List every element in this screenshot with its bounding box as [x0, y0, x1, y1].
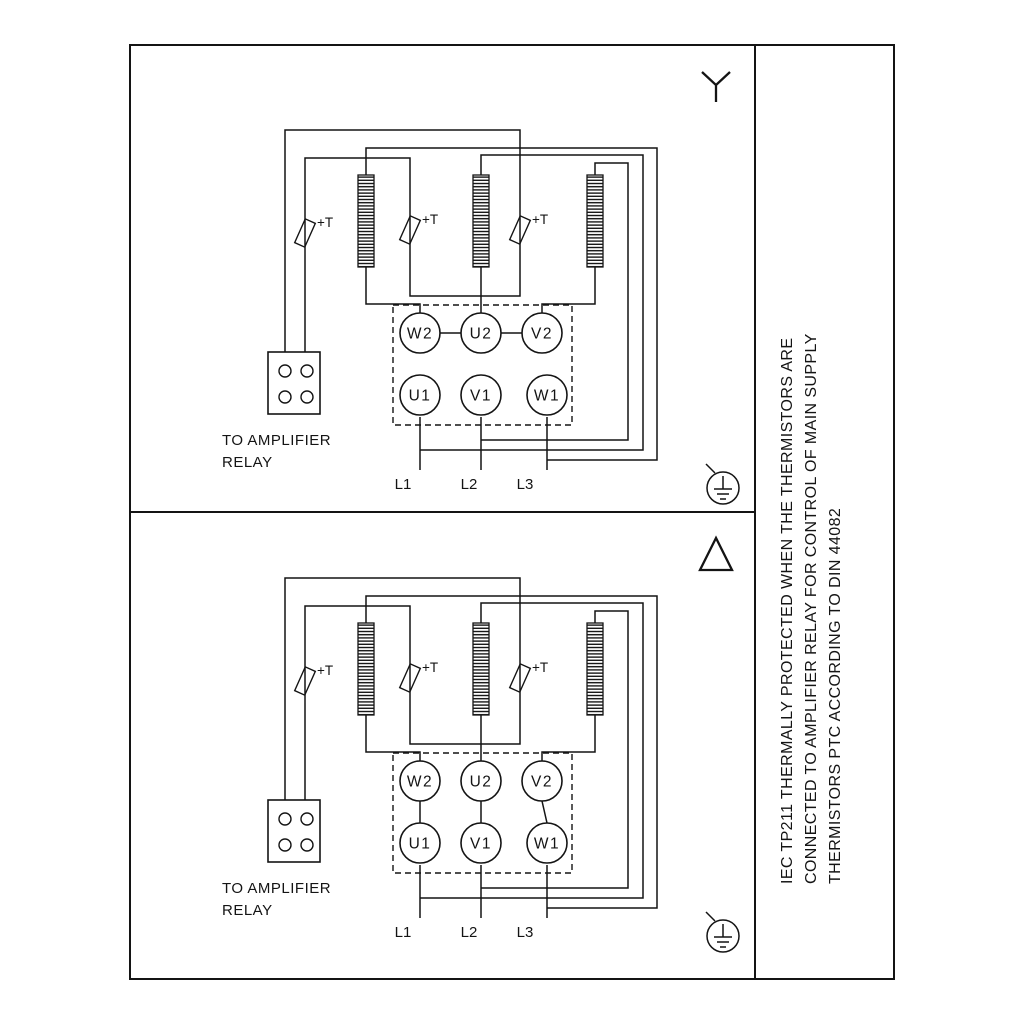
- supply-line-wires: [419, 417, 548, 470]
- terminal-u2: [460, 760, 502, 802]
- motor-winding-1: [357, 174, 375, 268]
- relay-terminal: [300, 390, 314, 404]
- supply-label-l1: L1: [395, 476, 412, 493]
- relay-terminal: [300, 364, 314, 378]
- motor-winding-3: [586, 174, 604, 268]
- thermistor-label-3: +T: [532, 660, 548, 675]
- supply-label-l3: L3: [517, 924, 534, 941]
- thermistor-circuit-wires: [284, 129, 521, 365]
- relay-label-line-2: RELAY: [222, 902, 273, 919]
- terminal-label-v2: V2: [531, 326, 553, 343]
- motor-winding-1: [357, 622, 375, 716]
- terminal-u2: [460, 312, 502, 354]
- supply-line-wires: [419, 865, 548, 918]
- relay-label-line-2: RELAY: [222, 454, 273, 471]
- terminal-label-w1: W1: [534, 836, 560, 853]
- terminal-label-w2: W2: [407, 326, 433, 343]
- motor-winding-3: [586, 622, 604, 716]
- star-symbol-icon: [701, 71, 731, 102]
- terminal-v2: [521, 760, 563, 802]
- ground-icon: [705, 911, 740, 953]
- thermistor-symbol-1: [293, 211, 317, 255]
- terminal-v1: [460, 822, 502, 864]
- relay-label-line-1: TO AMPLIFIER: [222, 880, 331, 897]
- relay-terminal: [300, 812, 314, 826]
- supply-label-l3: L3: [517, 476, 534, 493]
- thermistor-label-1: +T: [317, 215, 333, 230]
- winding-terminal-wires: [365, 715, 596, 761]
- panel-delta: +T +T +T TO AMPLIFIER RELAY W2 U2: [222, 577, 740, 953]
- supply-label-l2: L2: [461, 924, 478, 941]
- terminal-w2: [399, 760, 441, 802]
- winding-supply-loop-wires: [365, 147, 658, 461]
- terminal-label-w1: W1: [534, 388, 560, 405]
- supply-label-l2: L2: [461, 476, 478, 493]
- terminal-label-v1: V1: [470, 388, 492, 405]
- terminal-label-u2: U2: [470, 774, 493, 791]
- terminal-w1: [526, 374, 568, 416]
- thermistor-symbol-3: [508, 656, 532, 700]
- thermistor-label-2: +T: [422, 660, 438, 675]
- thermistor-symbol-2: [398, 656, 422, 700]
- thermistor-symbol-2: [398, 208, 422, 252]
- terminal-label-w2: W2: [407, 774, 433, 791]
- relay-terminal: [278, 812, 292, 826]
- thermistor-symbol-3: [508, 208, 532, 252]
- winding-supply-loop-wires: [365, 595, 658, 909]
- terminal-label-u1: U1: [409, 388, 432, 405]
- terminal-v2: [521, 312, 563, 354]
- thermistor-label-3: +T: [532, 212, 548, 227]
- terminal-label-u2: U2: [470, 326, 493, 343]
- terminal-u1: [399, 374, 441, 416]
- relay-terminal: [278, 364, 292, 378]
- terminal-v1: [460, 374, 502, 416]
- ground-icon: [705, 463, 740, 505]
- relay-terminal: [278, 390, 292, 404]
- winding-terminal-wires: [365, 267, 596, 313]
- delta-symbol-icon: [698, 535, 734, 572]
- thermistor-circuit-wires: [284, 577, 521, 813]
- terminal-w1: [526, 822, 568, 864]
- side-note-line-3: THERMISTORS PTC ACCORDING TO DIN 44082: [827, 508, 844, 884]
- motor-winding-2: [472, 174, 490, 268]
- thermistor-symbol-1: [293, 659, 317, 703]
- motor-winding-2: [472, 622, 490, 716]
- panel-star: +T +T +T TO AMPLIFIER RELAY W2 U2: [222, 129, 740, 505]
- terminal-w2: [399, 312, 441, 354]
- terminal-label-v2: V2: [531, 774, 553, 791]
- thermistor-label-2: +T: [422, 212, 438, 227]
- supply-label-l1: L1: [395, 924, 412, 941]
- relay-label-line-1: TO AMPLIFIER: [222, 432, 331, 449]
- thermistor-label-1: +T: [317, 663, 333, 678]
- delta-bridge-links: [419, 800, 548, 824]
- relay-terminal: [278, 838, 292, 852]
- side-note-line-1: IEC TP211 THERMALLY PROTECTED WHEN THE T…: [779, 338, 796, 884]
- relay-terminal: [300, 838, 314, 852]
- terminal-label-v1: V1: [470, 836, 492, 853]
- terminal-label-u1: U1: [409, 836, 432, 853]
- relay-terminal-box: [267, 799, 321, 863]
- terminal-u1: [399, 822, 441, 864]
- side-note-line-2: CONNECTED TO AMPLIFIER RELAY FOR CONTROL…: [803, 333, 820, 884]
- relay-terminal-box: [267, 351, 321, 415]
